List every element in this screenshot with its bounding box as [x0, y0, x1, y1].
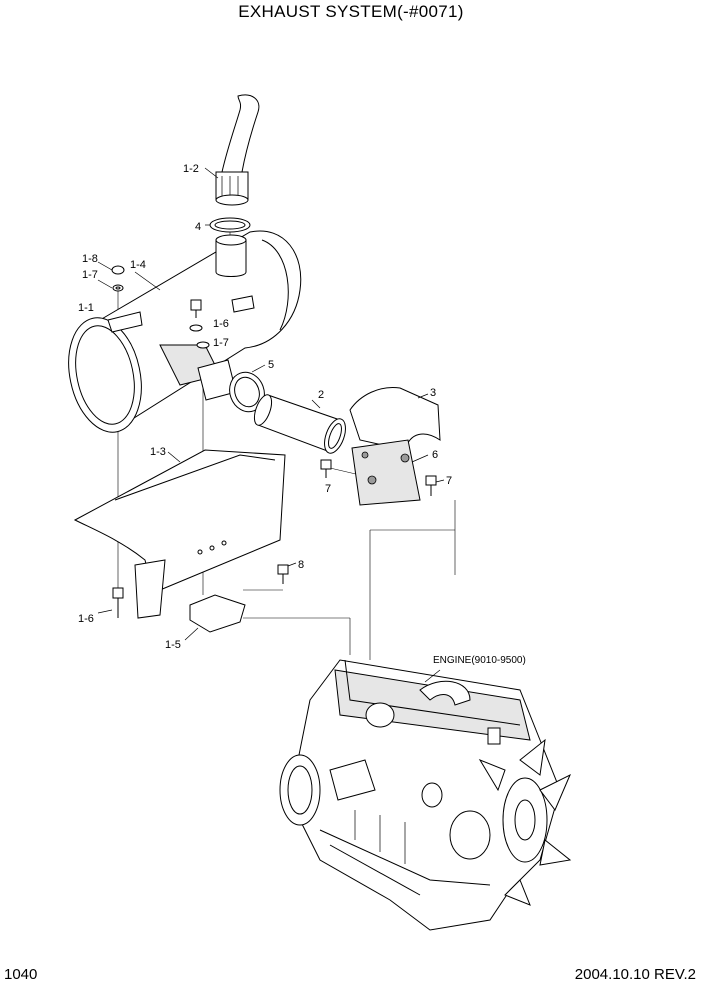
callout-1-3: 1-3 — [150, 446, 166, 458]
callout-6: 6 — [432, 449, 438, 461]
lower-shield-part — [73, 449, 286, 619]
callout-1-6-upper: 1-6 — [213, 318, 229, 330]
callout-7-right: 7 — [446, 475, 452, 487]
callout-1-6-lower: 1-6 — [78, 613, 94, 625]
engine-label: ENGINE(9010-9500) — [433, 655, 526, 666]
connector-part — [197, 359, 266, 413]
pipe-part — [253, 394, 346, 454]
callout-1-7-upper: 1-7 — [82, 269, 98, 281]
bolt-7-parts — [320, 459, 445, 496]
bolts-and-washers — [97, 261, 210, 618]
heat-shield-part — [349, 386, 441, 506]
page-title: EXHAUST SYSTEM(-#0071) — [238, 2, 464, 21]
callout-4: 4 — [195, 221, 201, 233]
callout-3: 3 — [430, 387, 436, 399]
tailpipe-part — [204, 94, 260, 206]
callout-1-5: 1-5 — [165, 639, 181, 651]
callout-1-4: 1-4 — [130, 259, 146, 271]
callout-7-left: 7 — [325, 483, 331, 495]
date-revision: 2004.10.10 REV.2 — [574, 966, 696, 983]
callout-1-7-lower: 1-7 — [213, 337, 229, 349]
callout-1-8: 1-8 — [82, 253, 98, 265]
callout-8: 8 — [298, 559, 304, 571]
page-number: 1040 — [4, 966, 38, 983]
callout-1-1: 1-1 — [78, 302, 94, 314]
clamp-part — [205, 217, 251, 233]
bracket-part — [184, 562, 297, 641]
callout-labels: 1-2 4 1-8 1-7 1-4 1-1 1-6 1-7 5 2 3 6 1-… — [78, 163, 526, 666]
callout-5: 5 — [268, 359, 274, 371]
callout-1-2: 1-2 — [183, 163, 199, 175]
engine-illustration — [279, 659, 572, 931]
callout-2: 2 — [318, 389, 324, 401]
